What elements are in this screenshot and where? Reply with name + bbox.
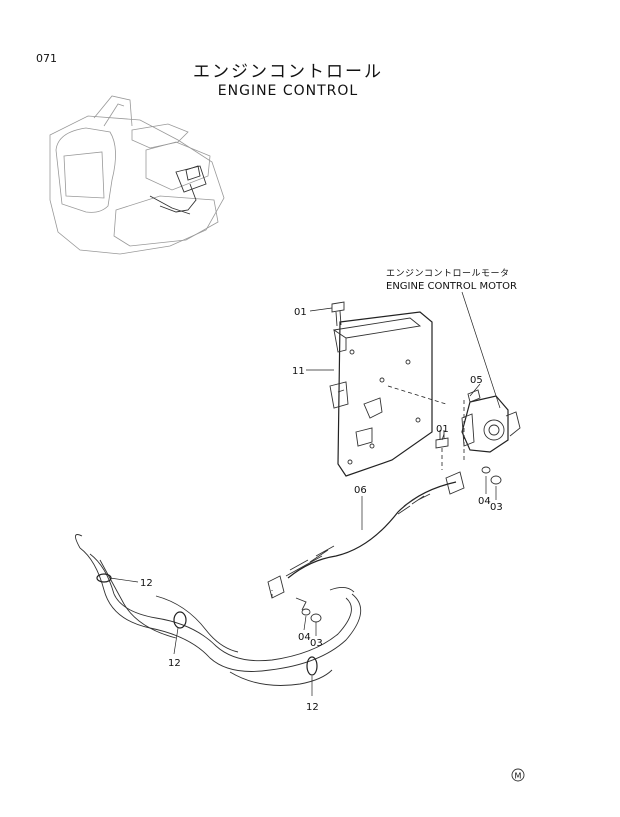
bolt-upper	[331, 301, 345, 327]
clamp-middle	[173, 611, 187, 629]
mark-letter: M	[515, 772, 522, 781]
part-label-01-right: 01	[436, 424, 449, 435]
wire-harness	[75, 534, 361, 686]
clamp-upper	[96, 573, 112, 583]
excavator-overview-sketch	[49, 95, 225, 255]
part-label-03-lower: 03	[310, 638, 323, 649]
clamp-lower	[306, 656, 318, 676]
callout-motor-jp: エンジンコントロールモータ	[386, 268, 510, 279]
part-label-03-right: 03	[490, 502, 503, 513]
part-label-11: 11	[292, 366, 305, 377]
part-label-04-lower: 04	[298, 632, 311, 643]
pin-and-nut-lower	[301, 608, 322, 623]
part-label-12-middle: 12	[168, 658, 181, 669]
callout-motor-leader	[461, 291, 501, 409]
part-label-06: 06	[354, 485, 367, 496]
circled-m-mark: M	[511, 768, 525, 782]
bracket-plate	[329, 311, 447, 477]
engine-control-motor	[461, 389, 521, 453]
part-label-01-upper: 01	[294, 307, 307, 318]
part-label-05: 05	[470, 375, 483, 386]
page-number: 071	[36, 52, 57, 65]
part-label-12-upper: 12	[140, 578, 153, 589]
title-japanese: エンジンコントロール	[193, 62, 383, 82]
part-label-04-right: 04	[478, 496, 491, 507]
pin-and-nut-right	[481, 466, 502, 485]
leader-lines	[109, 307, 497, 696]
control-cable	[267, 471, 465, 611]
part-label-12-lower: 12	[306, 702, 319, 713]
callout-motor-en: ENGINE CONTROL MOTOR	[386, 281, 517, 292]
title-english: ENGINE CONTROL	[218, 83, 358, 99]
